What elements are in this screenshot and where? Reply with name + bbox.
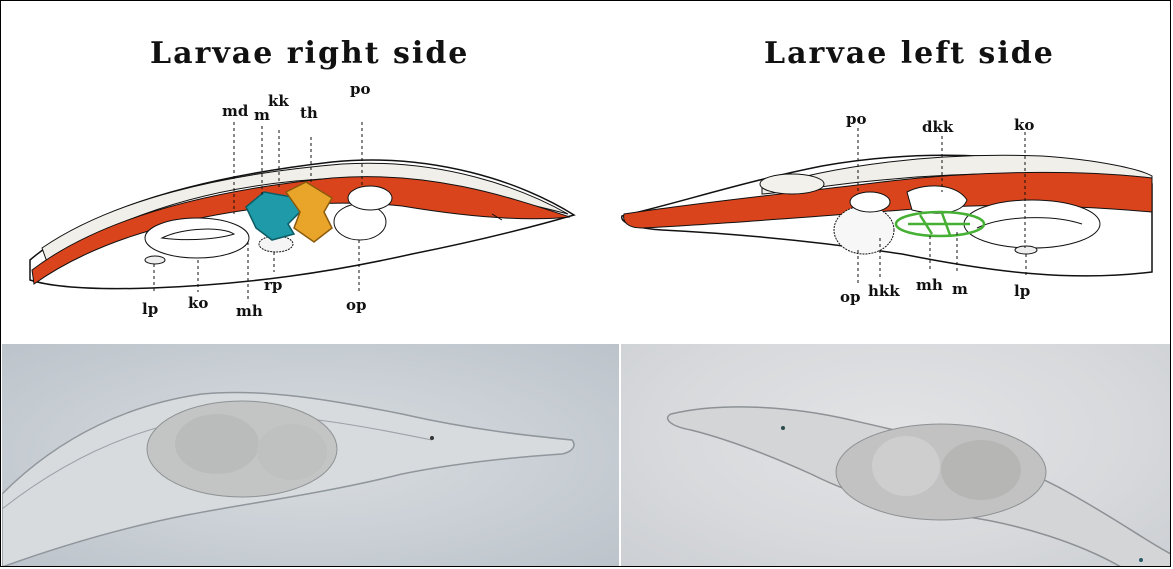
label-op: op <box>840 288 861 306</box>
micrograph-left-side <box>621 344 1171 567</box>
label-po: po <box>846 110 867 128</box>
label-dkk: dkk <box>922 118 954 136</box>
label-m: m <box>952 280 968 298</box>
label-hkk: hkk <box>868 282 900 300</box>
left-lp-organ <box>1015 246 1037 254</box>
micrograph-right-side <box>2 344 619 567</box>
label-lp: lp <box>1014 282 1030 300</box>
larva-left-side-diagram: po dkk ko op hkk mh m lp <box>2 2 1171 342</box>
diagram-panel: Larvae right side Larvae left side <box>2 2 1171 342</box>
left-po-organ <box>850 192 890 212</box>
label-ko: ko <box>1014 116 1034 134</box>
left-op-organ <box>834 206 894 254</box>
micrograph-left-side-larva <box>621 344 1171 567</box>
micrograph-right-side-larva <box>2 344 619 567</box>
label-mh: mh <box>916 276 943 294</box>
left-head-blob <box>760 174 824 194</box>
